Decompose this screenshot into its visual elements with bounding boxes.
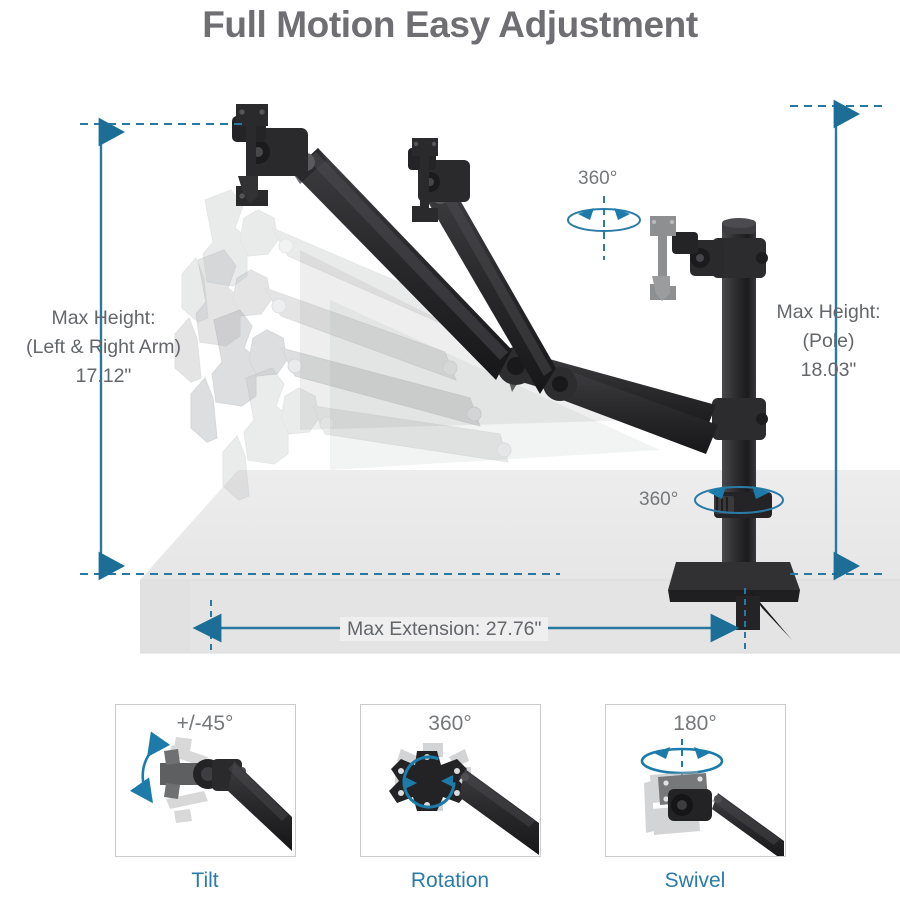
right-height-line2: (Pole) <box>802 330 855 352</box>
left-height-line2: (Left & Right Arm) <box>26 336 181 358</box>
page-title: Full Motion Easy Adjustment <box>202 4 698 45</box>
mount-pole <box>668 218 800 640</box>
monitor-rotation-degrees: 360° <box>578 168 618 189</box>
left-height-line1: Max Height: <box>51 307 156 329</box>
pole-mounted-head <box>650 216 724 301</box>
max-extension-label: Max Extension: 27.76" <box>340 617 549 641</box>
swivel-degrees: 180° <box>673 712 717 735</box>
right-height-line1: Max Height: <box>776 301 881 323</box>
swivel-card-label: Swivel <box>664 869 726 892</box>
swivel-icon <box>640 739 784 856</box>
dimension-guides <box>80 99 886 652</box>
right-monitor-arm <box>408 138 718 454</box>
rotation-degrees: 360° <box>428 712 472 735</box>
feature-card-swivel[interactable]: 180° <box>604 704 787 894</box>
left-height-label: Max Height: (Left & Right Arm) 17.12" <box>6 304 201 391</box>
rotation-card-label: Rotation <box>410 869 490 892</box>
tilt-card-label: Tilt <box>191 869 219 892</box>
swivel-card-box: 180° <box>604 704 786 857</box>
tilt-icon <box>129 731 292 851</box>
tilt-degrees: +/-45° <box>176 712 234 735</box>
feature-card-tilt[interactable]: +/-45° <box>114 704 297 894</box>
rotation-card-box: 360° <box>359 704 541 857</box>
pole-rotation-degrees: 360° <box>639 489 679 510</box>
feature-card-rotation[interactable]: 360° <box>359 704 542 894</box>
monitor-rotation-callout <box>567 196 641 260</box>
tilt-card-box: +/-45° <box>114 704 296 857</box>
ghost-arm-positions <box>174 189 660 501</box>
right-height-label: Max Height: (Pole) 18.03" <box>757 298 900 385</box>
left-height-value: 17.12" <box>75 365 132 387</box>
right-height-value: 18.03" <box>800 359 857 381</box>
feature-card-row: +/-45° <box>0 704 900 894</box>
rotation-icon <box>388 743 539 855</box>
pole-rotation-callout <box>694 486 784 514</box>
